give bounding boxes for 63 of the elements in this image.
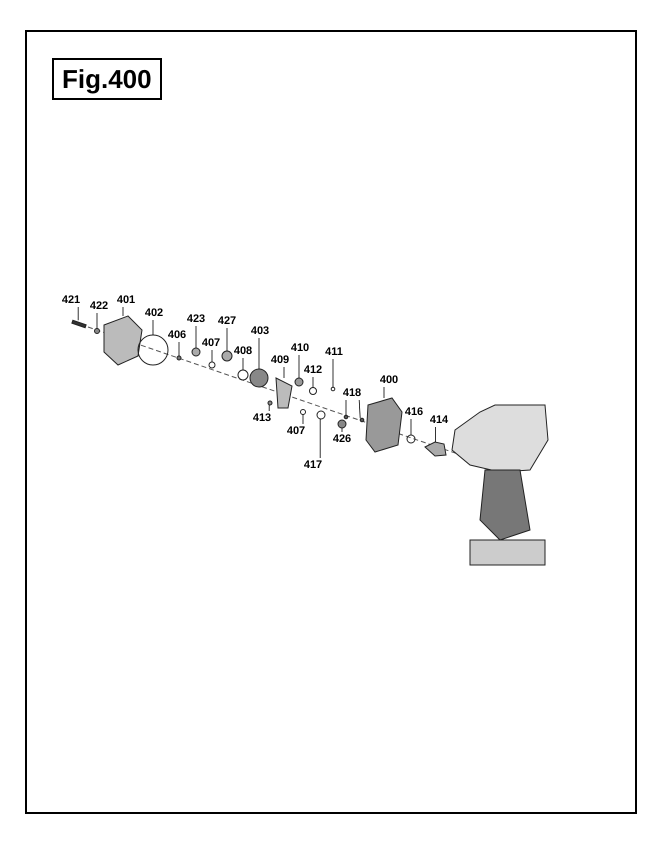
callout-number: 403 [250, 325, 270, 337]
bolt-icon [71, 320, 87, 328]
callout-number: 400 [380, 374, 398, 386]
callout-number: 422 [90, 300, 108, 312]
housing-drawing [366, 397, 403, 453]
leader-line [358, 400, 361, 419]
leader-line [152, 320, 154, 336]
leader-line [78, 306, 79, 321]
o-ring-icon [138, 334, 168, 366]
leader-line [435, 426, 436, 442]
snap-ring-icon [238, 370, 248, 380]
shaft-icon [424, 441, 447, 457]
pin-icon [344, 414, 348, 420]
bearing-icon [294, 378, 304, 386]
screw-icon [268, 400, 272, 406]
bracket-icon [275, 377, 293, 408]
callout-number: 423 [186, 313, 206, 325]
callout-number: 421 [62, 294, 80, 306]
seal-ring-icon [406, 434, 416, 444]
ring-icon [316, 410, 326, 420]
washer-icon [94, 328, 100, 334]
callout-number: 401 [116, 294, 136, 306]
leader-line [410, 418, 412, 436]
callout-number: 406 [168, 329, 186, 341]
bearing-icon [192, 348, 200, 356]
ring-icon [330, 386, 336, 392]
gear-icon [250, 368, 268, 388]
callout-number: 412 [304, 364, 322, 376]
callout-number: 418 [342, 387, 362, 399]
callout-number: 407 [286, 425, 306, 437]
leader-line [268, 404, 270, 412]
callout-number: 407 [202, 337, 220, 349]
bearing-icon [338, 420, 346, 428]
leader-line [96, 312, 98, 329]
callout-number: 402 [144, 307, 164, 319]
figure-title-box: Fig.400 [52, 58, 162, 100]
leader-line [226, 328, 228, 352]
leader-line [302, 414, 304, 424]
callout-number: 411 [325, 346, 343, 358]
leader-line [298, 354, 300, 378]
leader-line [242, 358, 244, 370]
callout-number: 427 [218, 315, 236, 327]
leader-line [122, 306, 124, 316]
callout-number: 416 [404, 406, 424, 418]
bearing-icon [222, 350, 232, 362]
callout-number: 413 [252, 412, 272, 424]
callout-number: 414 [430, 414, 448, 426]
ring-icon [300, 409, 306, 415]
pin-icon [360, 418, 364, 422]
callout-number: 410 [290, 342, 310, 354]
leader-line [320, 418, 321, 458]
leader-line [332, 358, 334, 388]
callout-number: 409 [270, 354, 290, 366]
callout-number: 426 [332, 433, 352, 445]
ring-icon [208, 362, 216, 368]
callout-number: 417 [304, 459, 322, 471]
leader-line [258, 338, 260, 370]
ring-icon [309, 387, 317, 395]
washer-icon [176, 356, 182, 360]
cover-drawing [104, 315, 143, 366]
leader-line [312, 376, 314, 388]
callout-number: 408 [234, 345, 252, 357]
leader-line [178, 342, 180, 356]
